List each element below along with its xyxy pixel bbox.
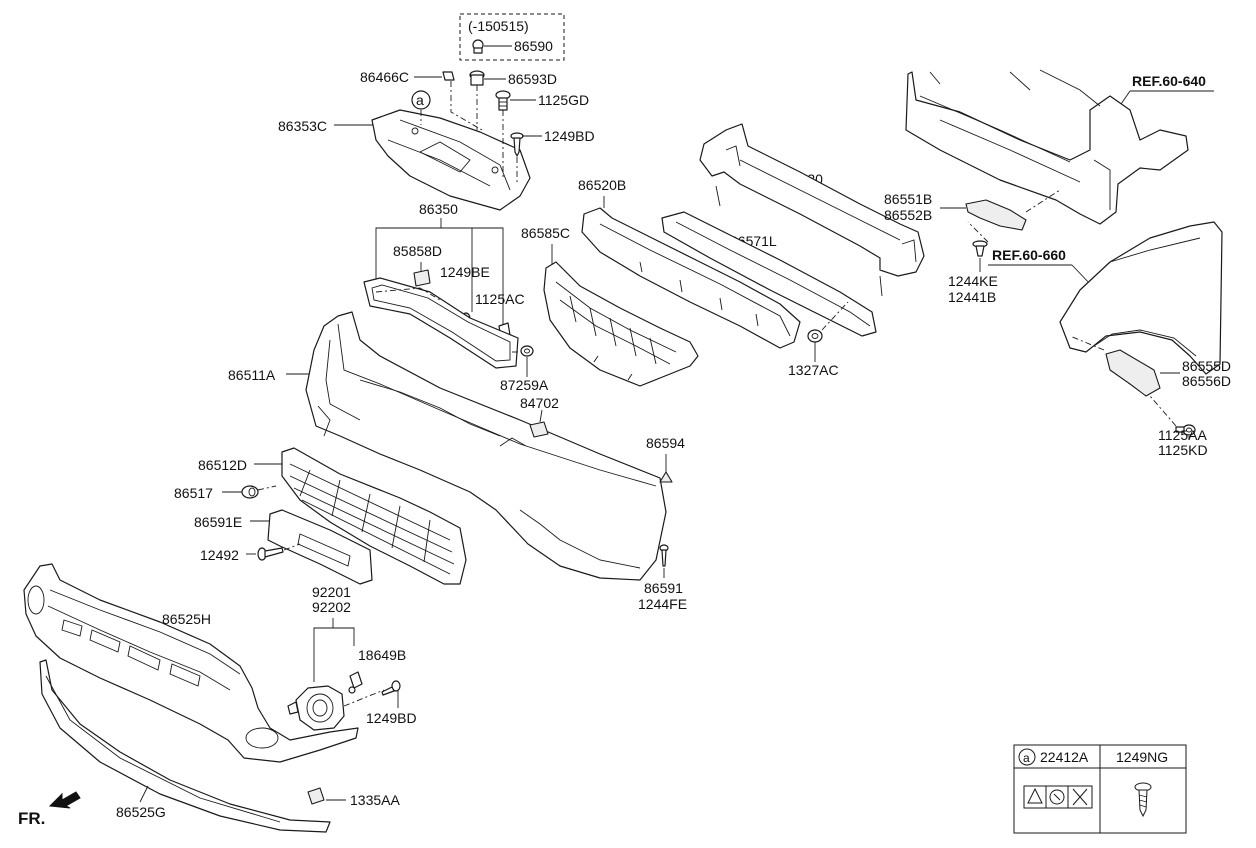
warning-label-icon — [1023, 785, 1093, 809]
bumper-cover-86511A — [305, 311, 667, 581]
label-1249BE: 1249BE — [440, 264, 490, 280]
legend-table: a 22412A 1249NG — [1013, 744, 1187, 834]
label-86591E: 86591E — [194, 514, 242, 530]
screw-86591-icon — [659, 544, 669, 567]
label-86551B: 86551B — [884, 191, 932, 207]
bracket-86555D-icon — [1105, 349, 1161, 397]
label-18649B: 18649B — [358, 647, 406, 663]
legend-code-1249NG: 1249NG — [1116, 749, 1168, 765]
label-1125GD: 1125GD — [538, 92, 589, 108]
label-86593D: 86593D — [508, 71, 557, 87]
cap-86517-icon — [241, 485, 259, 499]
label-86555D: 86555D — [1182, 358, 1231, 374]
plate-bracket-86591E — [267, 509, 373, 585]
clip-1335AA-icon — [307, 787, 325, 805]
screw-12492-icon — [257, 547, 284, 561]
label-86525G: 86525G — [116, 804, 166, 820]
label-92201: 92201 — [312, 584, 351, 600]
label-86350: 86350 — [419, 201, 458, 217]
bolt-circle-a-icon: a — [411, 90, 431, 110]
beam-86571L — [661, 211, 877, 337]
variant-date-label: (-150515) — [468, 18, 529, 34]
label-86517: 86517 — [174, 485, 213, 501]
label-85858D: 85858D — [393, 243, 442, 259]
bracket-86551B-icon — [965, 199, 1027, 231]
label-92202: 92202 — [312, 599, 351, 615]
variant-box — [459, 13, 565, 61]
svg-text:a: a — [416, 92, 424, 108]
label-12441B: 12441B — [948, 289, 996, 305]
clip-86594-icon — [659, 471, 673, 483]
front-direction-label: FR. — [18, 809, 45, 828]
bolt-86590-icon — [472, 39, 484, 54]
emblem-84702-icon — [529, 421, 549, 438]
screw-1125GD-icon — [495, 90, 511, 111]
label-87259A: 87259A — [500, 377, 549, 393]
label-1244FE: 1244FE — [638, 596, 687, 612]
screw-1249BD-bottom-icon — [381, 680, 401, 696]
label-86594: 86594 — [646, 435, 685, 451]
label-86590: 86590 — [514, 38, 553, 54]
front-arrow-icon — [48, 791, 81, 809]
label-1125AA: 1125AA — [1158, 427, 1207, 443]
label-86525H: 86525H — [162, 611, 211, 627]
front-end-module-ref-60-640 — [905, 69, 1189, 225]
label-86556D: 86556D — [1182, 373, 1231, 389]
emblem-85858D-icon — [413, 269, 431, 287]
fog-lamp-92201 — [287, 685, 345, 731]
label-1335AA: 1335AA — [350, 792, 400, 808]
label-1327AC: 1327AC — [788, 362, 839, 378]
rail-assy-86530 — [699, 123, 925, 297]
legend-circle-a: a — [1023, 751, 1030, 765]
label-86591: 86591 — [644, 580, 683, 596]
bolt-86593D-icon — [469, 70, 485, 86]
screw-1249NG-icon — [1134, 782, 1152, 818]
label-86353C: 86353C — [278, 118, 327, 134]
label-1249BD-bottom: 1249BD — [366, 710, 417, 726]
nut-1327AC-icon — [807, 329, 823, 343]
label-ref-60-660: REF.60-660 — [992, 247, 1066, 263]
legend-circle-a-icon — [1018, 748, 1036, 766]
label-84702: 84702 — [520, 395, 559, 411]
label-86520B: 86520B — [578, 177, 626, 193]
fender-ref-60-660 — [1059, 221, 1223, 375]
legend-code-22412A: 22412A — [1040, 749, 1089, 765]
label-86511A: 86511A — [228, 367, 276, 383]
label-86466C: 86466C — [360, 69, 409, 85]
lower-lip-86525G — [39, 659, 331, 833]
label-86585C: 86585C — [521, 225, 570, 241]
label-1249BD-top: 1249BD — [544, 128, 595, 144]
clip-86466C-icon — [442, 71, 455, 81]
grille-bracket-86585C — [543, 261, 699, 387]
energy-absorber-86520B — [581, 207, 801, 349]
bulb-18649B-icon — [348, 671, 363, 694]
label-86552B: 86552B — [884, 207, 932, 223]
label-86512D: 86512D — [198, 457, 247, 473]
screw-1244KE-icon — [972, 240, 988, 257]
radiator-shroud-86353C — [371, 109, 531, 211]
upper-grille-86350 — [363, 277, 519, 369]
nut-87259A-icon — [520, 345, 534, 357]
label-ref-60-640: REF.60-640 — [1132, 73, 1206, 89]
label-1125AC: 1125AC — [475, 291, 525, 307]
lower-garnish-86525H — [23, 563, 359, 763]
label-1244KE: 1244KE — [948, 273, 998, 289]
label-1125KD: 1125KD — [1158, 442, 1208, 458]
label-12492: 12492 — [200, 547, 239, 563]
bolt-1125AA-icon — [1175, 424, 1196, 436]
lower-grille-86512D — [281, 447, 467, 585]
